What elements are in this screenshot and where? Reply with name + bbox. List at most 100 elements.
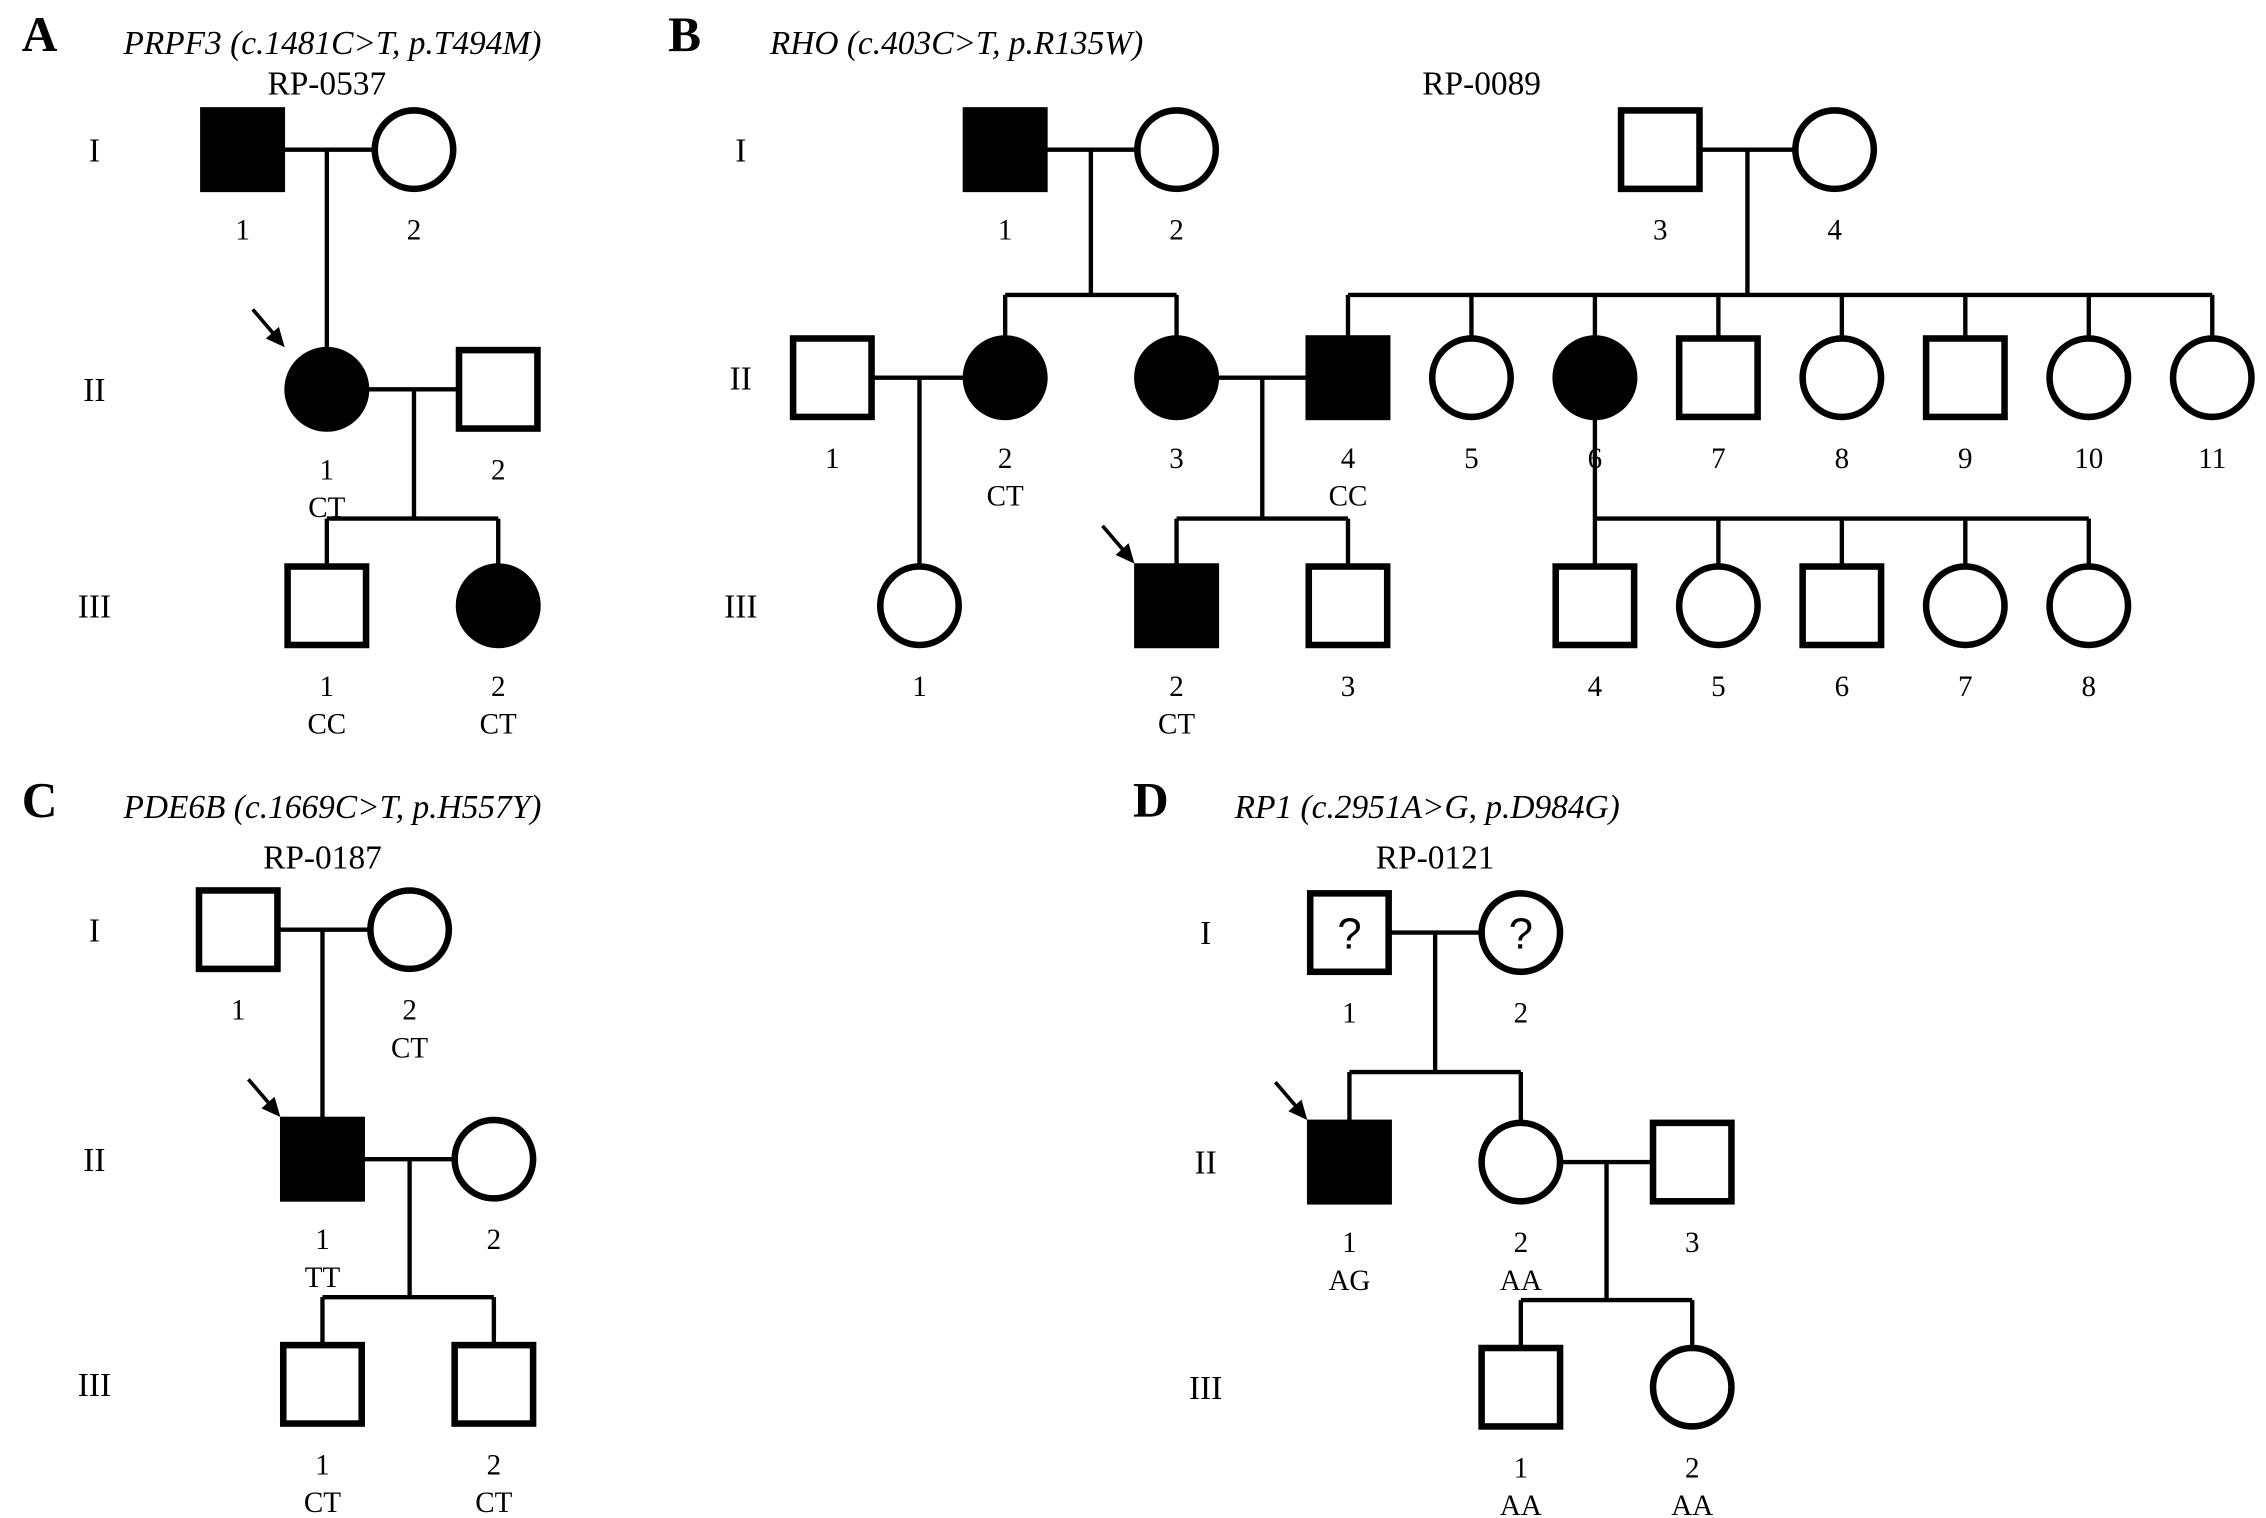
individual-ii-2: 2AA [1478,1119,1564,1297]
individual-i-3: 3 [1617,107,1703,247]
individual-number: 1 [231,995,246,1027]
panel-letter: C [22,772,58,827]
individual-number: 1 [235,215,250,247]
individual-number: 1 [320,671,335,703]
generation-label-i: I [89,132,100,169]
individual-ii-2: 2 [455,346,541,486]
unaffected-female-symbol [2046,563,2132,649]
generation-label-ii: II [83,372,105,409]
unaffected-male-symbol [1306,890,1392,976]
individual-iii-5: 5 [1675,563,1761,703]
affected-female-symbol [1134,335,1220,421]
individual-number: 1 [912,671,927,703]
individual-number: 3 [1169,443,1184,475]
individual-number: 6 [1588,443,1603,475]
individual-number: 2 [491,671,506,703]
individual-iii-2: 2CT [1101,524,1220,741]
genotype-label: AA [1500,1490,1542,1518]
individual-ii-3: 3 [1134,335,1220,475]
family-id: RP-0121 [1376,840,1495,877]
unaffected-female-symbol [367,887,453,973]
generation-label-i: I [89,912,100,949]
unaffected-female-symbol [1792,107,1878,193]
unaffected-male-symbol [1617,107,1703,193]
individual-iii-7: 7 [1922,563,2008,703]
individual-i-1: 1 [200,107,286,247]
individual-number: 2 [1685,1452,1700,1484]
individual-ii-4: 4CC [1305,335,1391,513]
individual-ii-9: 9 [1922,335,2008,475]
gene-variant-title: PRPF3 (c.1481C>T, p.T494M) [122,25,541,62]
proband-arrowhead-icon [265,326,285,348]
individual-ii-1: 1TT [247,1078,365,1294]
individual-number: 6 [1835,671,1850,703]
unaffected-female-symbol [1478,1119,1564,1205]
affected-female-symbol [455,563,541,649]
unaffected-male-symbol [1552,563,1638,649]
individual-ii-6: 6 [1552,335,1638,475]
family-id: RP-0537 [267,65,386,102]
generation-label-ii: II [730,360,752,397]
genotype-label: CT [308,492,345,524]
individual-i-1: 1 [962,107,1048,247]
panel-letter: A [22,7,58,62]
individual-number: 10 [2074,443,2103,475]
individual-ii-10: 10 [2046,335,2132,475]
individual-number: 2 [1514,1227,1529,1259]
affected-male-symbol [1306,1119,1392,1205]
unaffected-female-symbol [876,563,962,649]
individual-ii-1: 1AG [1273,1081,1392,1297]
unknown-status-mark: ? [1337,911,1361,959]
individual-number: 7 [1958,671,1973,703]
individual-number: 8 [2082,671,2097,703]
unaffected-female-symbol [2046,335,2132,421]
proband-arrowhead-icon [261,1096,281,1118]
genotype-label: CT [480,709,517,741]
individual-iii-2: 2CT [451,1341,537,1518]
affected-male-symbol [200,107,286,193]
unaffected-female-symbol [1649,1344,1735,1430]
proband-arrowhead-icon [1115,543,1135,564]
unaffected-female-symbol [2169,335,2255,421]
individual-number: 2 [1169,215,1184,247]
individual-iii-1: 1CC [284,563,370,741]
unaffected-male-symbol [279,1341,365,1427]
generation-label-ii: II [1195,1145,1217,1182]
individual-number: 5 [1464,443,1479,475]
individual-number: 2 [1514,998,1529,1030]
individual-number: 1 [315,1449,330,1481]
genotype-label: CT [391,1033,428,1065]
affected-male-symbol [1134,563,1220,649]
genotype-label: AG [1328,1265,1370,1297]
individual-number: 2 [491,454,506,486]
affected-female-symbol [962,335,1048,421]
unaffected-female-symbol [1675,563,1761,649]
gene-variant-title: RP1 (c.2951A>G, p.D984G) [1234,789,1620,826]
unaffected-male-symbol [1478,1344,1564,1430]
individual-number: 3 [1341,671,1356,703]
individual-ii-8: 8 [1799,335,1885,475]
unaffected-male-symbol [1649,1119,1735,1205]
individual-number: 11 [2198,443,2226,475]
proband-arrowhead-icon [1288,1099,1308,1120]
family-id: RP-0089 [1422,65,1541,102]
unaffected-female-symbol [1799,335,1885,421]
individual-i-2: ?2 [1478,890,1564,1030]
individual-number: 8 [1835,443,1850,475]
affected-male-symbol [279,1116,365,1202]
genotype-label: CT [987,481,1024,513]
unaffected-male-symbol [1922,335,2008,421]
individual-number: 3 [1685,1227,1700,1259]
individual-i-1: 1 [195,887,281,1027]
individual-number: 2 [998,443,1013,475]
genotype-label: AA [1500,1265,1542,1297]
individual-number: 1 [998,215,1013,247]
generation-label-iii: III [78,1367,111,1404]
unaffected-male-symbol [455,346,541,432]
individual-number: 4 [1341,443,1356,475]
individual-ii-2: 2 [451,1116,537,1256]
unaffected-male-symbol [1305,563,1391,649]
individual-number: 1 [320,454,335,486]
